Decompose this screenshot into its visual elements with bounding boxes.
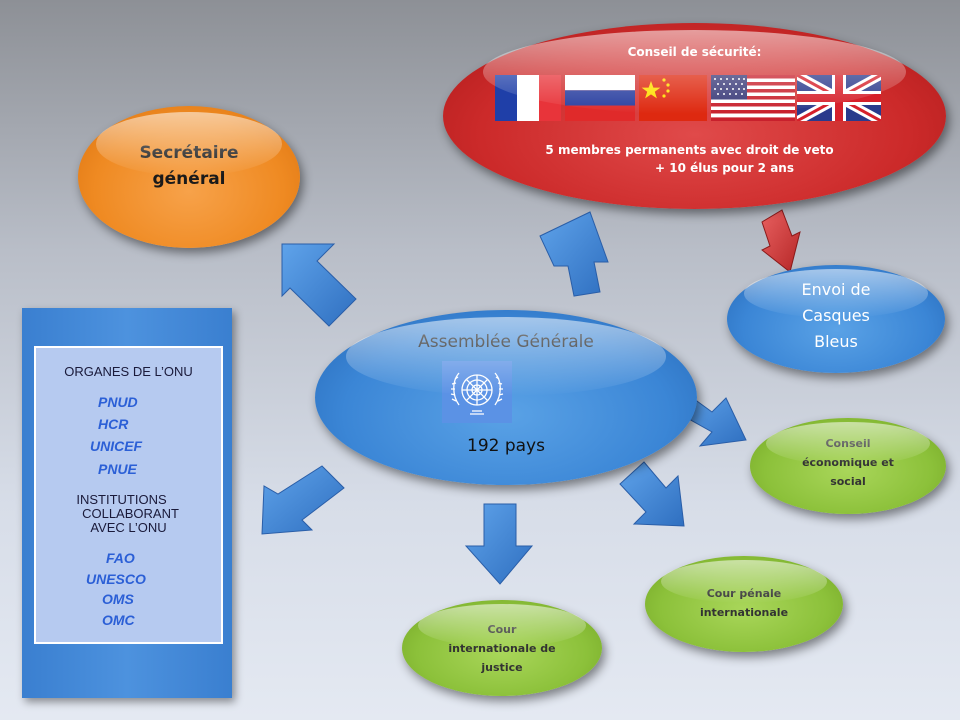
security-council-elected-members: + 10 élus pour 2 ans [654, 161, 794, 175]
arrow-council-to-peacekeeping[interactable] [761, 209, 801, 273]
general-assembly-title: Assemblée Générale [418, 332, 594, 352]
ecosoc-node[interactable]: Conseil économique et social [750, 418, 946, 514]
icc-label-line1: Cour pénale [706, 587, 782, 600]
institution-item[interactable]: UNESCO [86, 571, 146, 587]
secretariat-label-line1: Secrétaire [139, 143, 239, 163]
icj-label-line3: justice [481, 661, 523, 674]
arrow-to-icj [464, 503, 534, 585]
arrow-to-icc [619, 461, 685, 527]
arrow-to-organs [261, 465, 345, 535]
institutions-heading-line1: INSTITUTIONS [76, 492, 167, 507]
institutions-heading-line3: AVEC L’ONU [90, 520, 167, 535]
member-flags [495, 75, 881, 121]
organ-item[interactable]: PNUE [98, 461, 137, 477]
organs-panel: ORGANES DE L’ONU PNUD HCR UNICEF PNUE IN… [22, 308, 232, 698]
peacekeeping-label-line3: Bleus [814, 332, 858, 351]
china-flag-icon [639, 75, 707, 121]
organ-item[interactable]: HCR [98, 416, 129, 432]
icj-label-line2: internationale de [448, 642, 556, 655]
organ-item[interactable]: UNICEF [90, 438, 143, 454]
peacekeeping-label-line1: Envoi de [801, 280, 871, 299]
organs-heading: ORGANES DE L’ONU [64, 364, 193, 379]
arrow-to-security-council [539, 211, 609, 297]
icc-label-line2: internationale [699, 606, 789, 619]
icc-node[interactable]: Cour pénale internationale [645, 556, 843, 652]
ecosoc-label-line3: social [830, 475, 866, 488]
icj-node[interactable]: Cour internationale de justice [402, 600, 602, 696]
security-council-permanent-members: 5 membres permanents avec droit de veto [545, 143, 834, 157]
usa-flag-icon [711, 75, 795, 121]
security-council-title: Conseil de sécurité: [627, 45, 762, 59]
organ-item[interactable]: PNUD [98, 394, 138, 410]
institution-item[interactable]: OMC [102, 612, 135, 628]
uk-flag-icon [797, 75, 881, 121]
institution-item[interactable]: OMS [102, 591, 134, 607]
icj-label-line1: Cour [487, 623, 517, 636]
un-emblem-icon [442, 361, 512, 423]
secretariat-node[interactable]: Secrétaire général [78, 106, 300, 248]
france-flag-icon [495, 75, 561, 121]
arrow-to-secretariat [281, 243, 357, 327]
russia-flag-icon [565, 75, 635, 121]
member-count: 192 pays [467, 436, 545, 456]
secretariat-label-line2: général [152, 169, 226, 189]
security-council-node[interactable]: Conseil de sécurité: [443, 23, 946, 209]
peacekeeping-node[interactable]: Envoi de Casques Bleus [727, 265, 945, 373]
institutions-heading-line2: COLLABORANT [82, 506, 179, 521]
organs-list: ORGANES DE L’ONU PNUD HCR UNICEF PNUE IN… [34, 346, 223, 644]
general-assembly-node[interactable]: Assemblée Générale 192 pays [315, 310, 697, 485]
institution-item[interactable]: FAO [106, 550, 135, 566]
ecosoc-label-line1: Conseil [825, 437, 871, 450]
ecosoc-label-line2: économique et [802, 456, 894, 469]
peacekeeping-label-line2: Casques [802, 306, 870, 325]
